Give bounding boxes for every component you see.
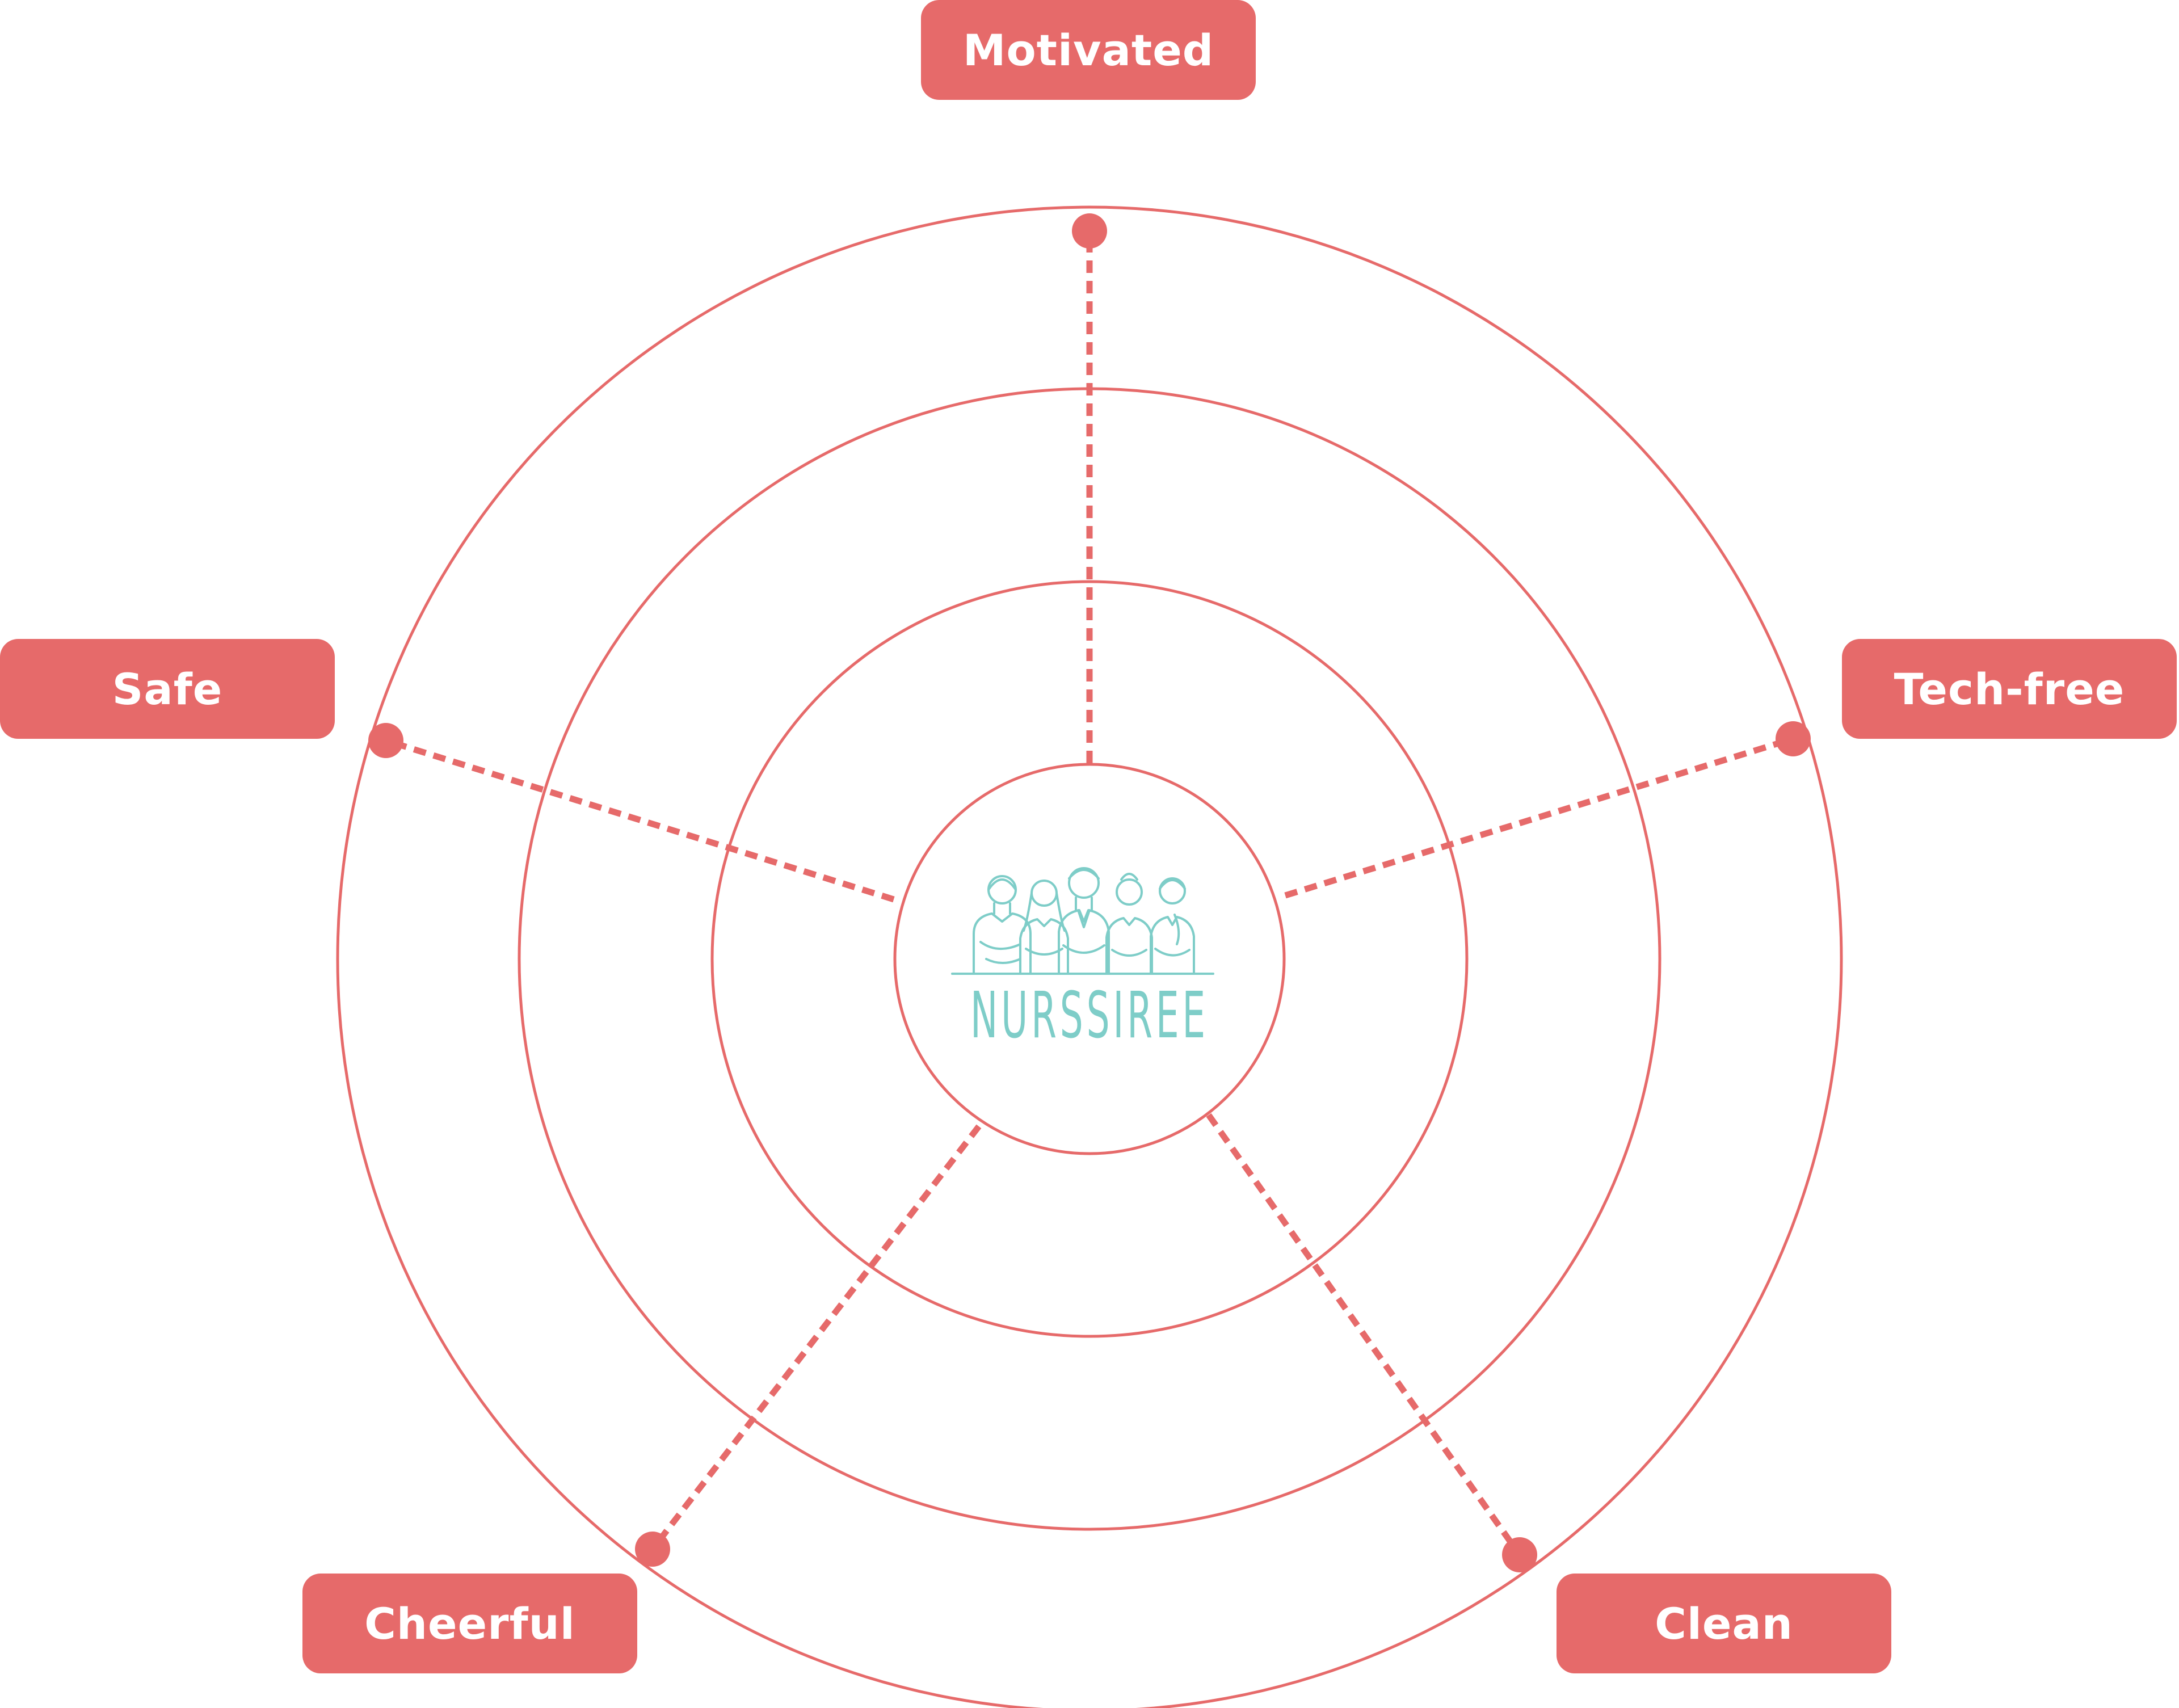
label-tech-free: Tech-free <box>1842 639 2177 739</box>
label-clean: Clean <box>1557 1574 1891 1673</box>
spoke-safe <box>385 737 895 903</box>
third-ring <box>518 387 1661 1531</box>
dot-tech-free <box>1776 721 1811 756</box>
dot-cheerful <box>635 1532 670 1567</box>
outer-ring <box>336 205 1843 1708</box>
nurses-group-illustration <box>951 867 1214 975</box>
label-cheerful: Cheerful <box>302 1574 637 1673</box>
spoke-cheerful <box>650 1124 982 1551</box>
center-ring <box>893 763 1286 1155</box>
label-motivated: Motivated <box>921 0 1256 100</box>
dot-safe <box>368 723 403 758</box>
dot-clean <box>1502 1537 1537 1572</box>
logo-text: NURSSIREE <box>970 979 1209 1053</box>
second-ring <box>710 580 1469 1338</box>
label-safe: Safe <box>0 639 335 739</box>
spoke-tech-free <box>1284 735 1794 899</box>
spoke-clean <box>1206 1113 1522 1557</box>
logo: NURSSIREE <box>951 867 1214 1053</box>
dot-motivated <box>1072 213 1107 249</box>
